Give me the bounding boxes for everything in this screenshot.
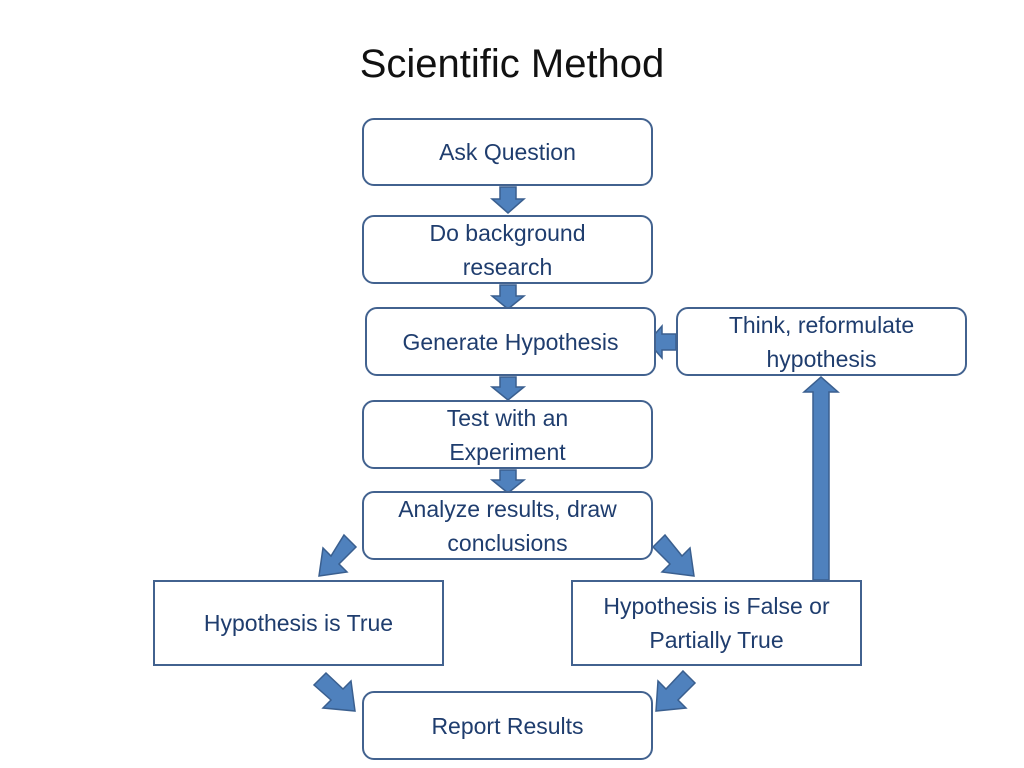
arrow-down-left-icon	[318, 533, 358, 577]
arrow-up-icon	[802, 375, 840, 581]
think-reformulate-label: Think, reformulate hypothesis	[728, 311, 915, 372]
arrow-down-right-icon	[312, 671, 356, 712]
generate-hypothesis-label: Generate Hypothesis	[402, 328, 619, 355]
report-results-node: Report Results	[362, 691, 653, 760]
background-research-label: Do background research	[429, 219, 586, 280]
report-results-label: Report Results	[431, 712, 584, 739]
arrow-down-icon	[489, 376, 527, 401]
generate-hypothesis-node: Generate Hypothesis	[365, 307, 656, 376]
hypothesis-true-node: Hypothesis is True	[153, 580, 444, 666]
analyze-results-label: Analyze results, draw conclusions	[398, 495, 617, 556]
test-experiment-node: Test with an Experiment	[362, 400, 653, 469]
analyze-results-node: Analyze results, draw conclusions	[362, 491, 653, 560]
arrow-down-icon	[489, 284, 527, 310]
diagram-title: Scientific Method	[359, 42, 665, 86]
hypothesis-false-node: Hypothesis is False or Partially True	[571, 580, 862, 666]
arrow-down-left-icon	[655, 669, 697, 712]
arrow-down-icon	[490, 186, 526, 214]
think-reformulate-node: Think, reformulate hypothesis	[676, 307, 967, 376]
arrow-down-icon	[489, 469, 527, 494]
hypothesis-false-label: Hypothesis is False or Partially True	[603, 593, 830, 653]
arrow-down-right-icon	[651, 533, 695, 577]
test-experiment-label: Test with an Experiment	[446, 404, 569, 465]
ask-question-node: Ask Question	[362, 118, 653, 186]
hypothesis-true-label: Hypothesis is True	[203, 610, 394, 636]
background-research-node: Do background research	[362, 215, 653, 284]
ask-question-label: Ask Question	[439, 139, 576, 165]
